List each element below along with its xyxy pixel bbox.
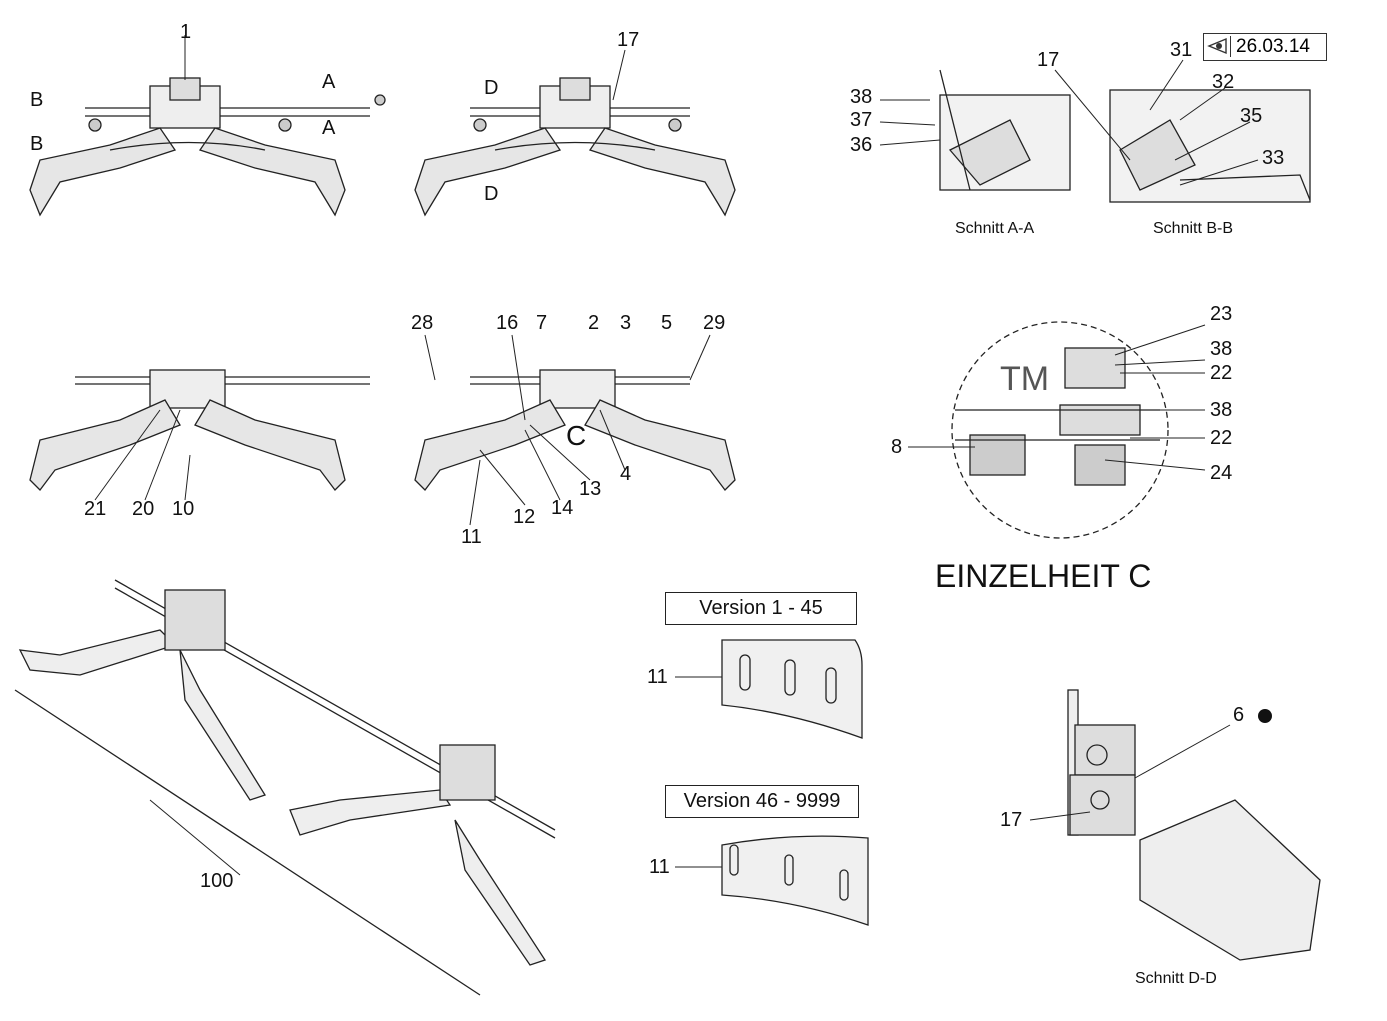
detail-c-view	[951, 321, 1169, 539]
part-label-17-dd: 17	[1000, 809, 1023, 831]
detail-c-title: EINZELHEIT C	[935, 558, 1152, 594]
part-label-35: 36	[850, 134, 873, 156]
section-d-d-view	[1067, 689, 1321, 961]
date-stamp: 26.03.14	[1203, 33, 1327, 61]
part-label-100: 100	[200, 870, 234, 892]
part-label-13: 13	[579, 478, 602, 500]
part-label-21: 21	[84, 498, 107, 520]
section-title-b-b: Schnitt B-B	[1153, 220, 1234, 237]
part-label-33: 35	[1240, 105, 1263, 127]
part-label-20: 20	[132, 498, 155, 520]
top-middle-assembly	[414, 77, 736, 217]
part-label-5: 5	[661, 312, 673, 334]
part-label-10: 10	[172, 498, 195, 520]
part-label-3: 3	[620, 312, 632, 334]
part-label-11-v2: 11	[649, 856, 670, 878]
part-label-2: 2	[588, 312, 600, 334]
section-views-top-right	[939, 69, 1311, 203]
detail-marker-c: C	[566, 420, 587, 451]
part-label-22-bottom: 22	[1210, 427, 1233, 449]
section-marker-b-top: B	[30, 89, 44, 111]
watermark-tm: TM	[1000, 360, 1050, 398]
version-1-label: Version 1 - 45	[665, 592, 857, 625]
part-label-38-bottom: 38	[1210, 399, 1233, 421]
part-label-4: 4	[620, 463, 632, 485]
section-marker-a-top: A	[322, 71, 336, 93]
section-marker-a-bottom: A	[322, 117, 336, 139]
part-label-6: 6	[1233, 704, 1245, 726]
date-text: 26.03.14	[1236, 36, 1310, 57]
part-label-7: 7	[536, 312, 548, 334]
section-marker-b-bottom: B	[30, 133, 44, 155]
part-label-22-top: 22	[1210, 362, 1233, 384]
part-label-11-v1: 11	[647, 666, 668, 688]
part-label-31: 32	[1212, 71, 1235, 93]
middle-center-assembly	[414, 369, 736, 491]
part-label-1: 1	[180, 21, 192, 43]
middle-left-assembly	[29, 369, 370, 491]
section-marker-d-top: D	[484, 77, 499, 99]
top-left-assembly	[29, 77, 386, 217]
part-label-12: 12	[513, 506, 536, 528]
version-2-label: Version 46 - 9999	[665, 785, 859, 818]
part-label-14: 14	[551, 497, 574, 519]
section-title-d-d: Schnitt D-D	[1135, 970, 1217, 987]
part-label-11-mid: 11	[461, 526, 482, 548]
part-label-36: 37	[850, 109, 873, 131]
part-label-15: 16	[496, 312, 519, 334]
part-label-38-top: 38	[1210, 338, 1233, 360]
part-label-23: 23	[1210, 303, 1233, 325]
part-label-37: 38	[850, 86, 873, 108]
part-label-17: 17	[1037, 49, 1060, 71]
part-label-8: 8	[891, 436, 903, 458]
section-marker-d-bottom: D	[484, 183, 499, 205]
version-plates	[721, 639, 869, 926]
part-label-29: 29	[703, 312, 726, 334]
note-bullet-icon	[1258, 709, 1272, 723]
part-label-32: 33	[1262, 147, 1285, 169]
eye-icon	[1206, 36, 1231, 57]
part-label-16: 17	[617, 29, 640, 51]
part-label-30: 31	[1170, 39, 1193, 61]
isometric-assembly	[14, 579, 556, 996]
section-title-a-a: Schnitt A-A	[955, 220, 1035, 237]
part-label-28: 28	[411, 312, 434, 334]
leader-lines	[94, 35, 1259, 876]
part-label-24: 24	[1210, 462, 1233, 484]
